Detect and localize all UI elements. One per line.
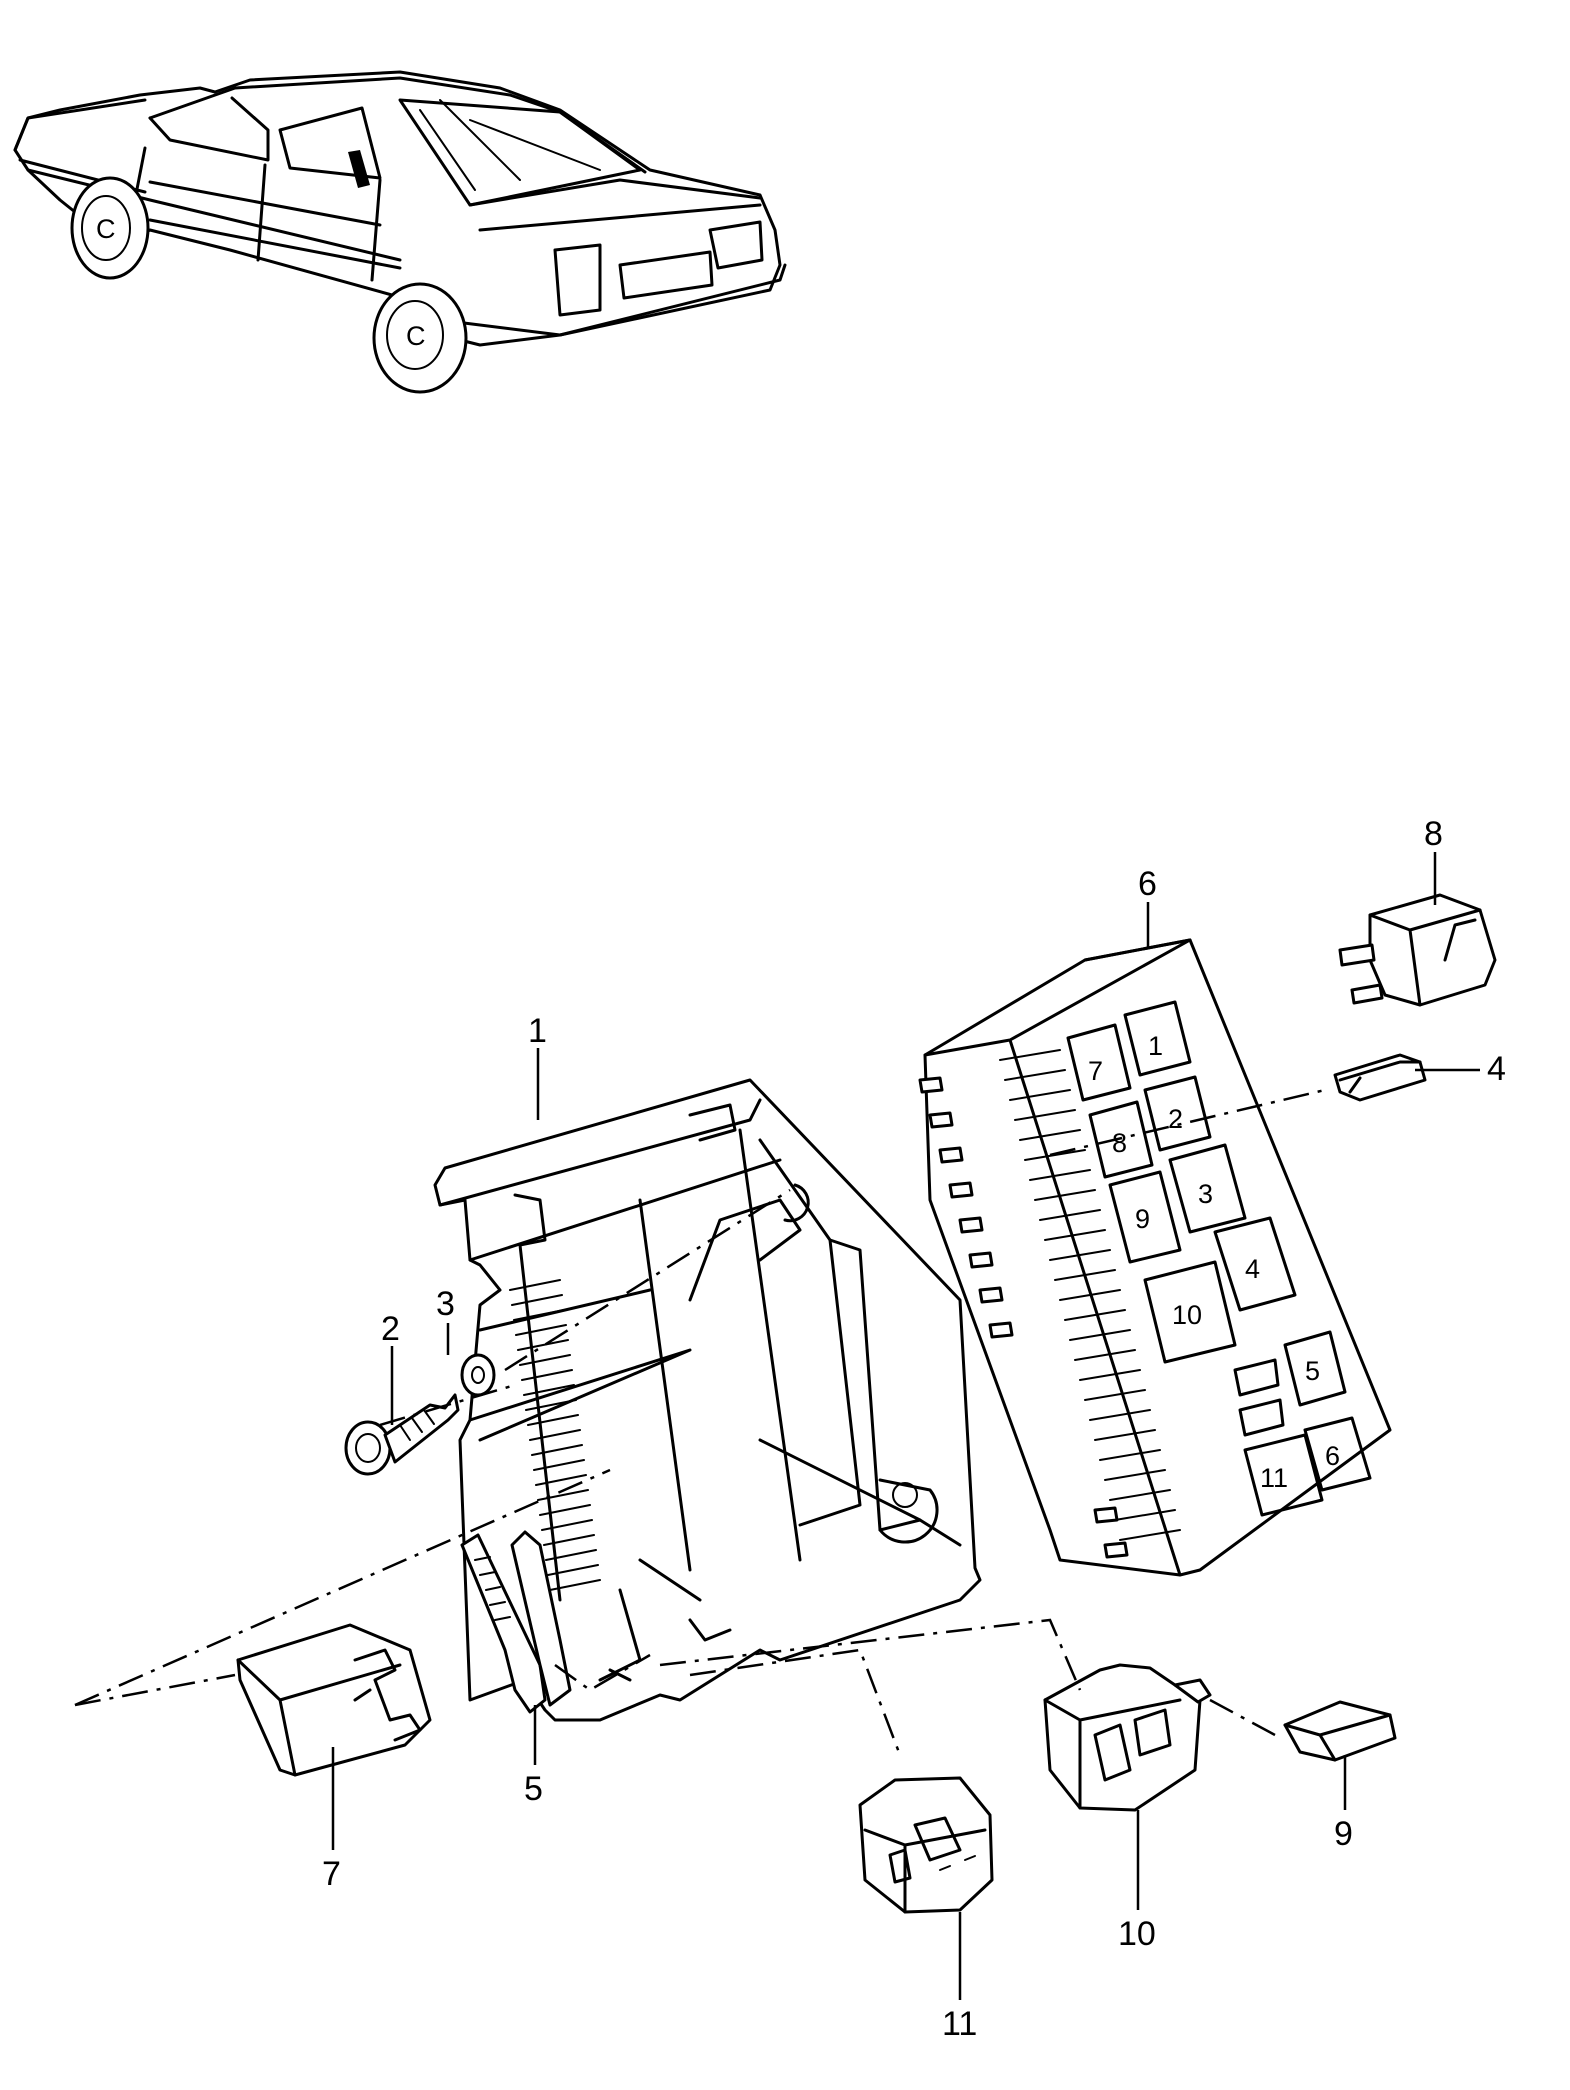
relay-panel-part-6: 7 1 8 2 9 3 10 4 5 11 6 [918, 938, 1392, 1577]
callout-10: 10 [1118, 1915, 1156, 1953]
callout-8: 8 [1424, 815, 1443, 853]
callout-2: 2 [381, 1310, 400, 1348]
relay-carrier-part-1 [433, 1078, 982, 1722]
slot-10: 10 [1172, 1300, 1202, 1330]
screw-part-2 [344, 1393, 460, 1476]
relay-socket-part-11 [858, 1776, 994, 1914]
slot-11: 11 [1260, 1463, 1288, 1493]
slot-5: 5 [1305, 1356, 1320, 1386]
slot-3: 3 [1198, 1179, 1213, 1209]
relay-part-8 [1338, 893, 1497, 1007]
slot-6: 6 [1325, 1441, 1340, 1471]
relay-socket-part-7 [236, 1623, 432, 1777]
slot-9: 9 [1135, 1204, 1150, 1234]
callout-3: 3 [436, 1285, 455, 1323]
callout-6: 6 [1138, 865, 1157, 903]
slot-1: 1 [1148, 1031, 1163, 1061]
relay-socket-part-10 [1043, 1663, 1212, 1812]
slot-4: 4 [1245, 1254, 1260, 1284]
callout-labels: 1 2 3 4 5 6 7 8 9 10 11 [322, 815, 1506, 2043]
callout-11: 11 [942, 2005, 977, 2043]
washer-part-3 [460, 1353, 496, 1397]
car-location-illustration: C C [13, 70, 787, 394]
callout-5: 5 [524, 1770, 543, 1808]
assembly-lines [74, 1088, 1326, 1756]
fuse-part-9 [1283, 1700, 1397, 1762]
callout-1: 1 [528, 1012, 547, 1050]
slot-7: 7 [1088, 1056, 1103, 1086]
slot-2: 2 [1168, 1104, 1183, 1134]
callout-7: 7 [322, 1855, 341, 1893]
clip-part-5 [460, 1530, 572, 1714]
callout-9: 9 [1334, 1815, 1353, 1853]
fuse-part-4 [1333, 1053, 1427, 1102]
slot-8: 8 [1112, 1128, 1127, 1158]
callout-4: 4 [1487, 1050, 1506, 1088]
wheel-logo-front: C [96, 214, 116, 244]
leader-lines [331, 852, 1480, 2000]
wheel-logo-rear: C [406, 321, 426, 351]
